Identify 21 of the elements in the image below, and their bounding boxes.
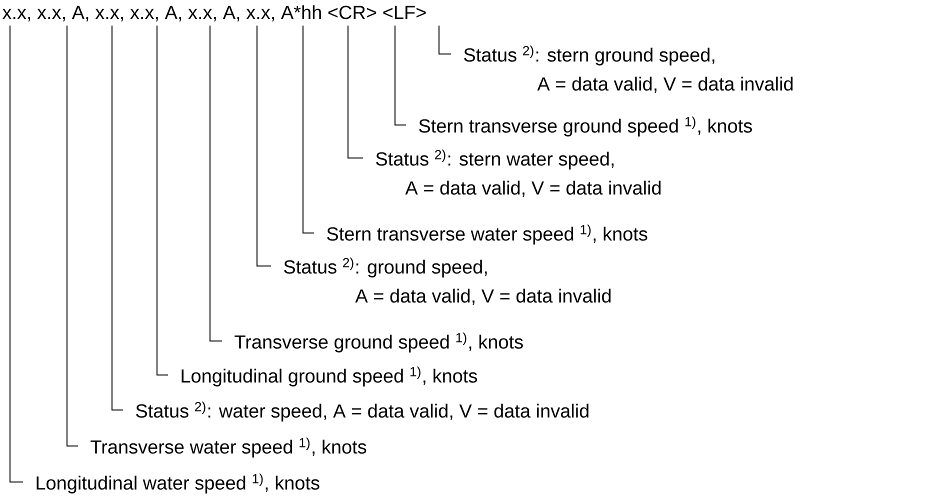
leader-line	[348, 25, 364, 158]
leader-line	[302, 25, 314, 234]
leader-line	[10, 25, 24, 482]
leader-line	[156, 25, 168, 376]
leader-line	[210, 25, 222, 342]
field-description: Transverse ground speed $^{1)}$, knots	[234, 332, 523, 352]
field-description: Transverse water speed $^{1)}$, knots	[90, 438, 366, 458]
field-description: Status $^{2)}$: water speed, A = data valid, V = data invalid	[136, 402, 588, 422]
leader-line	[256, 25, 272, 266]
field-description: Stern transverse ground speed $^{1)}$, knots	[419, 116, 752, 136]
field-description: Status $^{2)}$: stern water speed, A = data valid, V = data invalid	[376, 150, 661, 197]
leader-line	[112, 25, 124, 410]
leader-line	[438, 25, 452, 54]
field-description: Status $^{2)}$: stern ground speed, A = data valid, V = data invalid	[464, 46, 793, 93]
field-description: Longitudinal ground speed $^{1)}$, knots	[182, 366, 478, 386]
field-description: Stern transverse water speed $^{1)}$, knots	[327, 224, 648, 244]
leader-line	[66, 25, 78, 446]
field-description: Longitudinal water speed $^{1)}$, knots	[36, 474, 320, 494]
leader-line	[394, 25, 406, 126]
data-sentence: x.x, x.x, A, x.x, x.x, A, x.x, A, x.x, A*hh <CR> <LF>	[2, 5, 426, 22]
field-description: Status $^{2)}$: ground speed, A = data valid, V = data invalid	[284, 258, 611, 305]
